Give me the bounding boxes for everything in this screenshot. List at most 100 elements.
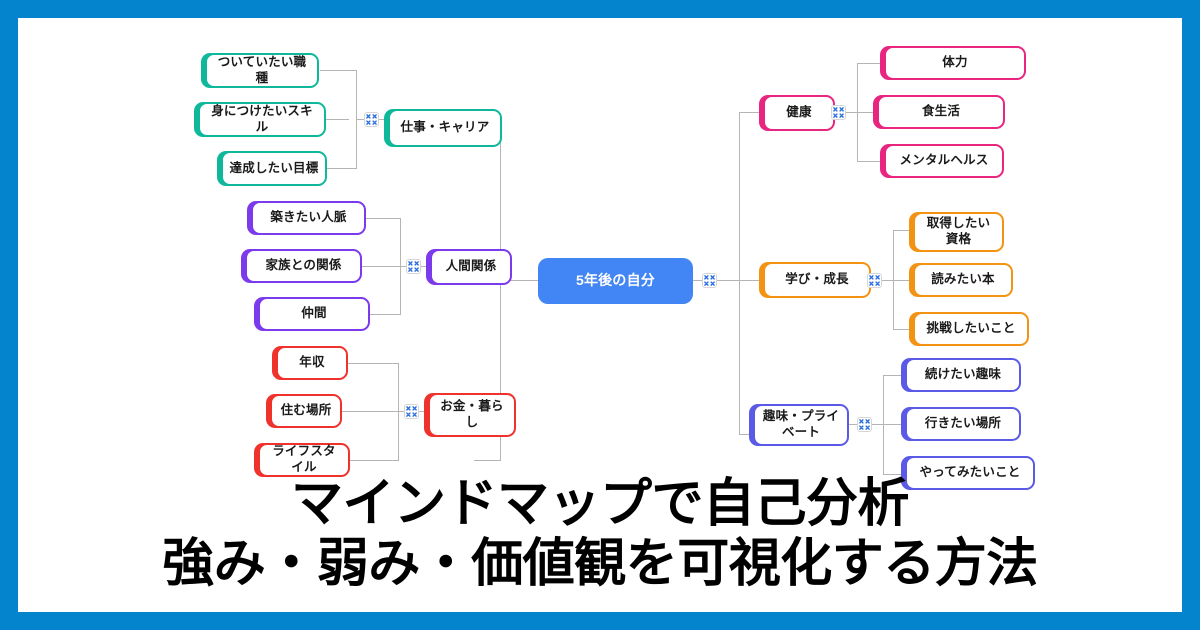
connector — [877, 280, 893, 281]
collapse-toggle-relationships[interactable] — [406, 259, 421, 274]
node-label: 仕事・キャリア — [400, 120, 490, 135]
collapse-icon — [366, 114, 377, 125]
title-line-1: マインドマップで自己分析 — [290, 474, 910, 535]
connector — [715, 280, 739, 281]
connector — [893, 280, 913, 281]
connector — [893, 230, 894, 329]
collapse-toggle-money[interactable] — [404, 404, 419, 419]
connector — [342, 411, 398, 412]
connector — [356, 119, 364, 120]
node-label: 築きたい人脈 — [270, 210, 347, 225]
collapse-toggle-health[interactable] — [831, 105, 846, 120]
node-center[interactable]: 5年後の自分 — [538, 258, 693, 304]
node-branch-relationships[interactable]: 人間関係 — [430, 249, 512, 285]
collapse-toggle-center[interactable] — [702, 273, 717, 288]
node-label: 続けたい趣味 — [924, 367, 1002, 382]
node-branch-career[interactable]: 仕事・キャリア — [388, 109, 502, 147]
node-label: やってみたいこと — [919, 465, 1021, 480]
node-label: 読みたい本 — [931, 272, 995, 287]
connector — [400, 266, 406, 267]
connector — [327, 168, 356, 169]
node-branch-money[interactable]: お金・暮らし — [428, 393, 516, 437]
collapse-icon — [704, 275, 715, 286]
node-relationships-child-1[interactable]: 家族との関係 — [245, 249, 362, 283]
node-learning-child-2[interactable]: 挑戦したいこと — [913, 312, 1029, 346]
node-label: 身につけたいスキル — [211, 103, 313, 134]
node-label: ライフスタイル — [272, 444, 336, 474]
node-learning-child-0[interactable]: 取得したい資格 — [913, 212, 1004, 252]
node-branch-learning[interactable]: 学び・成長 — [763, 262, 871, 298]
node-label: 体力 — [942, 55, 968, 70]
connector — [841, 112, 857, 113]
node-label: 5年後の自分 — [576, 272, 655, 289]
node-label: 達成したい目標 — [229, 160, 319, 175]
node-hobby-child-2[interactable]: やってみたいこと — [905, 456, 1035, 490]
page-title: マインドマップで自己分析 強み・弱み・価値観を可視化する方法 — [0, 475, 1200, 594]
collapse-icon — [408, 261, 419, 272]
node-label: 取得したい資格 — [926, 216, 991, 246]
connector — [418, 266, 430, 267]
node-label: 行きたい場所 — [924, 416, 1002, 431]
connector — [739, 112, 763, 113]
node-career-child-1[interactable]: 身につけたいスキル — [198, 102, 326, 137]
title-line-2: 強み・弱み・価値観を可視化する方法 — [162, 533, 1038, 594]
node-label: ついていたい職種 — [217, 54, 307, 85]
node-branch-hobby[interactable]: 趣味・プライベート — [753, 404, 849, 446]
connector — [362, 266, 400, 267]
collapse-icon — [859, 419, 870, 430]
node-health-child-2[interactable]: メンタルヘルス — [884, 144, 1004, 178]
connector — [883, 375, 905, 376]
connector — [867, 424, 883, 425]
node-label: 年収 — [299, 355, 325, 370]
collapse-icon — [833, 107, 844, 118]
node-learning-child-1[interactable]: 読みたい本 — [913, 263, 1013, 297]
connector — [350, 460, 398, 461]
connector — [692, 280, 702, 281]
connector — [893, 329, 913, 330]
connector — [857, 112, 877, 113]
connector — [348, 363, 398, 364]
node-label: 学び・成長 — [785, 272, 849, 287]
node-hobby-child-1[interactable]: 行きたい場所 — [905, 407, 1021, 441]
node-label: 仲間 — [301, 306, 327, 321]
collapse-icon — [869, 275, 880, 286]
node-label: 食生活 — [921, 104, 961, 119]
connector — [500, 280, 538, 281]
node-relationships-child-2[interactable]: 仲間 — [258, 297, 370, 331]
node-label: 健康 — [786, 105, 812, 120]
connector — [883, 474, 905, 475]
connector — [849, 424, 857, 425]
connector — [398, 363, 399, 461]
node-label: 家族との関係 — [265, 258, 342, 273]
node-relationships-child-0[interactable]: 築きたい人脈 — [251, 201, 366, 235]
node-money-child-2[interactable]: ライフスタイル — [258, 443, 350, 477]
collapse-toggle-learning[interactable] — [867, 273, 882, 288]
node-health-child-1[interactable]: 食生活 — [877, 95, 1005, 129]
connector — [326, 119, 349, 120]
collapse-toggle-career[interactable] — [364, 112, 379, 127]
node-money-child-0[interactable]: 年収 — [276, 346, 348, 380]
connector — [739, 280, 763, 281]
node-label: メンタルヘルス — [899, 153, 989, 168]
node-health-child-0[interactable]: 体力 — [884, 46, 1026, 80]
connector — [883, 424, 905, 425]
node-branch-health[interactable]: 健康 — [763, 95, 835, 131]
collapse-toggle-hobby[interactable] — [857, 417, 872, 432]
connector — [398, 411, 404, 412]
node-label: 挑戦したいこと — [926, 321, 1016, 336]
node-career-child-0[interactable]: ついていたい職種 — [205, 53, 319, 88]
connector — [376, 119, 388, 120]
node-career-child-2[interactable]: 達成したい目標 — [221, 151, 327, 186]
connector — [739, 434, 763, 435]
connector — [366, 218, 400, 219]
node-hobby-child-0[interactable]: 続けたい趣味 — [905, 358, 1021, 392]
connector — [857, 63, 884, 64]
node-label: 趣味・プライベート — [762, 409, 840, 439]
collapse-icon — [406, 406, 417, 417]
node-money-child-1[interactable]: 住む場所 — [270, 394, 342, 428]
connector — [500, 120, 501, 460]
connector — [416, 411, 428, 412]
connector — [320, 70, 356, 71]
mindmap-canvas: ついていたい職種 身につけたいスキル 達成したい目標 仕事・キャリア 築きたい人… — [18, 18, 1182, 612]
